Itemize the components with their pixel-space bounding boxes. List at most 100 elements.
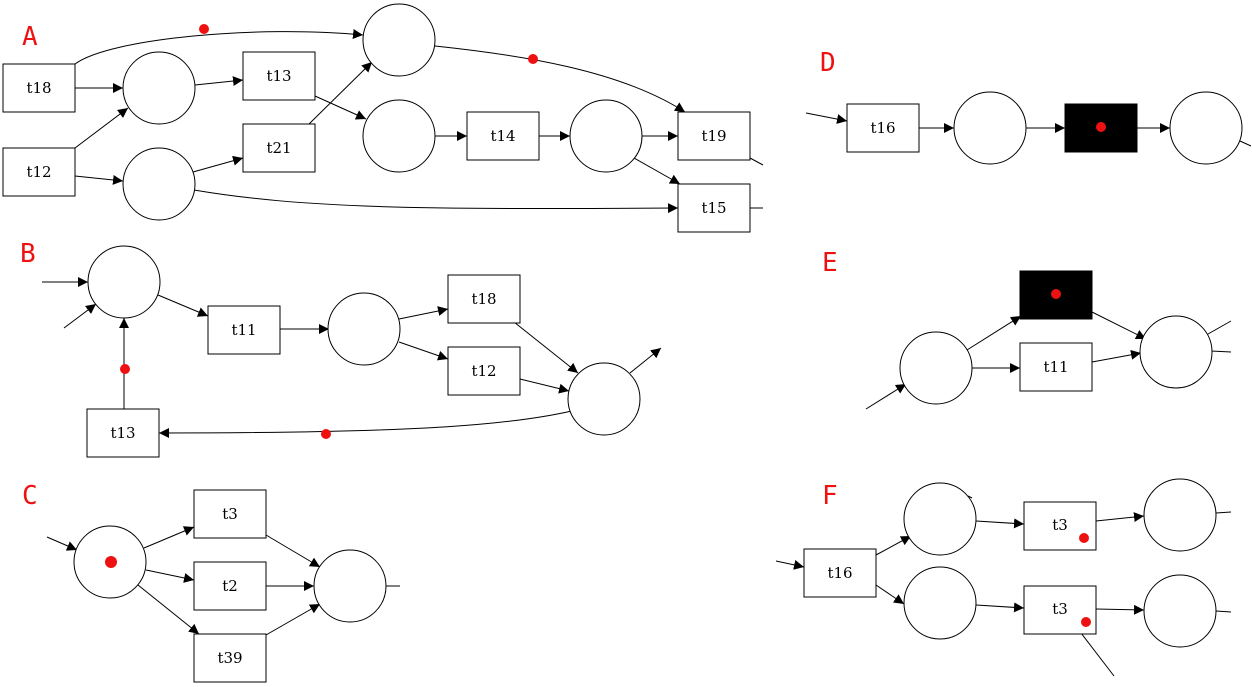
place	[87, 245, 161, 319]
panel-label-e: E	[822, 248, 838, 278]
arc	[865, 383, 907, 410]
arc	[434, 45, 686, 113]
transition-label: t21	[266, 139, 291, 157]
place	[313, 549, 387, 623]
panel-f: F t16 t3 t3	[775, 478, 1232, 677]
arc	[1080, 632, 1115, 677]
arc	[1091, 349, 1142, 363]
transition-t16: t16	[846, 103, 920, 153]
transition-t21: t21	[242, 123, 316, 173]
place	[362, 99, 436, 173]
place	[1139, 315, 1213, 389]
transition-label: t16	[870, 119, 895, 137]
arc	[1215, 511, 1232, 514]
arc	[63, 303, 97, 329]
arc	[314, 95, 367, 120]
transition-t39: t39	[193, 633, 267, 683]
transition-black	[1064, 103, 1138, 153]
transition-t12: t12	[2, 147, 76, 197]
transition-label: t15	[701, 199, 726, 217]
arc	[1091, 311, 1147, 340]
panel-label-b: B	[20, 239, 36, 269]
arc	[875, 584, 905, 605]
arc	[398, 341, 449, 361]
transition-label: t13	[110, 424, 135, 442]
place	[567, 362, 641, 436]
transition-black	[1019, 270, 1093, 320]
transition-label: t3	[1052, 516, 1068, 534]
arc	[137, 584, 200, 635]
transition-t12: t12	[447, 346, 521, 396]
arc	[633, 157, 681, 185]
arc	[1207, 320, 1232, 335]
arc	[513, 321, 579, 374]
transition-label: t11	[1043, 358, 1068, 376]
arc	[629, 347, 662, 374]
transition-label: t16	[827, 564, 852, 582]
transition-t19: t19	[677, 111, 751, 161]
transition-t3: t3	[1023, 501, 1097, 551]
transition-t2: t2	[193, 561, 267, 611]
arc	[1239, 140, 1252, 147]
token	[1096, 122, 1106, 132]
arc	[967, 495, 973, 499]
token	[528, 54, 538, 64]
arc	[74, 107, 129, 149]
transition-t11: t11	[207, 305, 281, 355]
arc	[74, 29, 364, 65]
arc	[265, 603, 321, 636]
place	[569, 99, 643, 173]
panel-b: B t11 t18 t12 t13	[20, 239, 662, 458]
transition-t18: t18	[447, 274, 521, 324]
arc	[194, 76, 244, 87]
arc	[46, 536, 78, 551]
place	[362, 3, 436, 77]
place	[122, 147, 196, 221]
transition-label: t11	[231, 321, 256, 339]
place	[122, 51, 196, 125]
transition-t16: t16	[803, 548, 877, 598]
place	[1169, 91, 1243, 165]
transition-t13: t13	[86, 408, 160, 458]
token	[1081, 617, 1091, 627]
arc	[875, 535, 912, 556]
arc	[307, 61, 373, 126]
token	[105, 556, 117, 568]
arc	[805, 112, 848, 124]
panel-d: D t16	[805, 48, 1252, 165]
transition-label: t12	[26, 163, 51, 181]
place	[903, 482, 977, 556]
arc	[158, 407, 585, 438]
arc	[74, 174, 124, 185]
transition-t3: t3	[1023, 585, 1097, 635]
transition-label: t2	[222, 577, 238, 595]
panel-c: C t3 t2 t39	[22, 481, 400, 683]
place	[903, 566, 977, 640]
arc	[157, 294, 209, 317]
arc	[1095, 512, 1145, 523]
arc	[975, 518, 1025, 529]
place	[953, 91, 1027, 165]
transition-label: t18	[471, 290, 496, 308]
transition-t15: t15	[677, 183, 751, 233]
transition-label: t3	[1052, 600, 1068, 618]
arc	[975, 602, 1025, 613]
panel-a: A t18 t12	[2, 3, 764, 233]
arc	[143, 526, 195, 549]
place	[1143, 574, 1217, 648]
arc	[398, 306, 449, 320]
arc	[1095, 604, 1145, 615]
token	[1079, 533, 1089, 543]
token	[1051, 289, 1061, 299]
transition-t13: t13	[242, 51, 316, 101]
arc	[193, 189, 679, 214]
transition-label: t18	[26, 79, 51, 97]
transition-label: t13	[266, 67, 291, 85]
arc	[966, 315, 1022, 351]
arc	[775, 560, 805, 570]
transition-label: t14	[490, 127, 515, 145]
place	[899, 331, 973, 405]
transition-t11: t11	[1019, 342, 1093, 392]
transition-label: t19	[701, 127, 726, 145]
